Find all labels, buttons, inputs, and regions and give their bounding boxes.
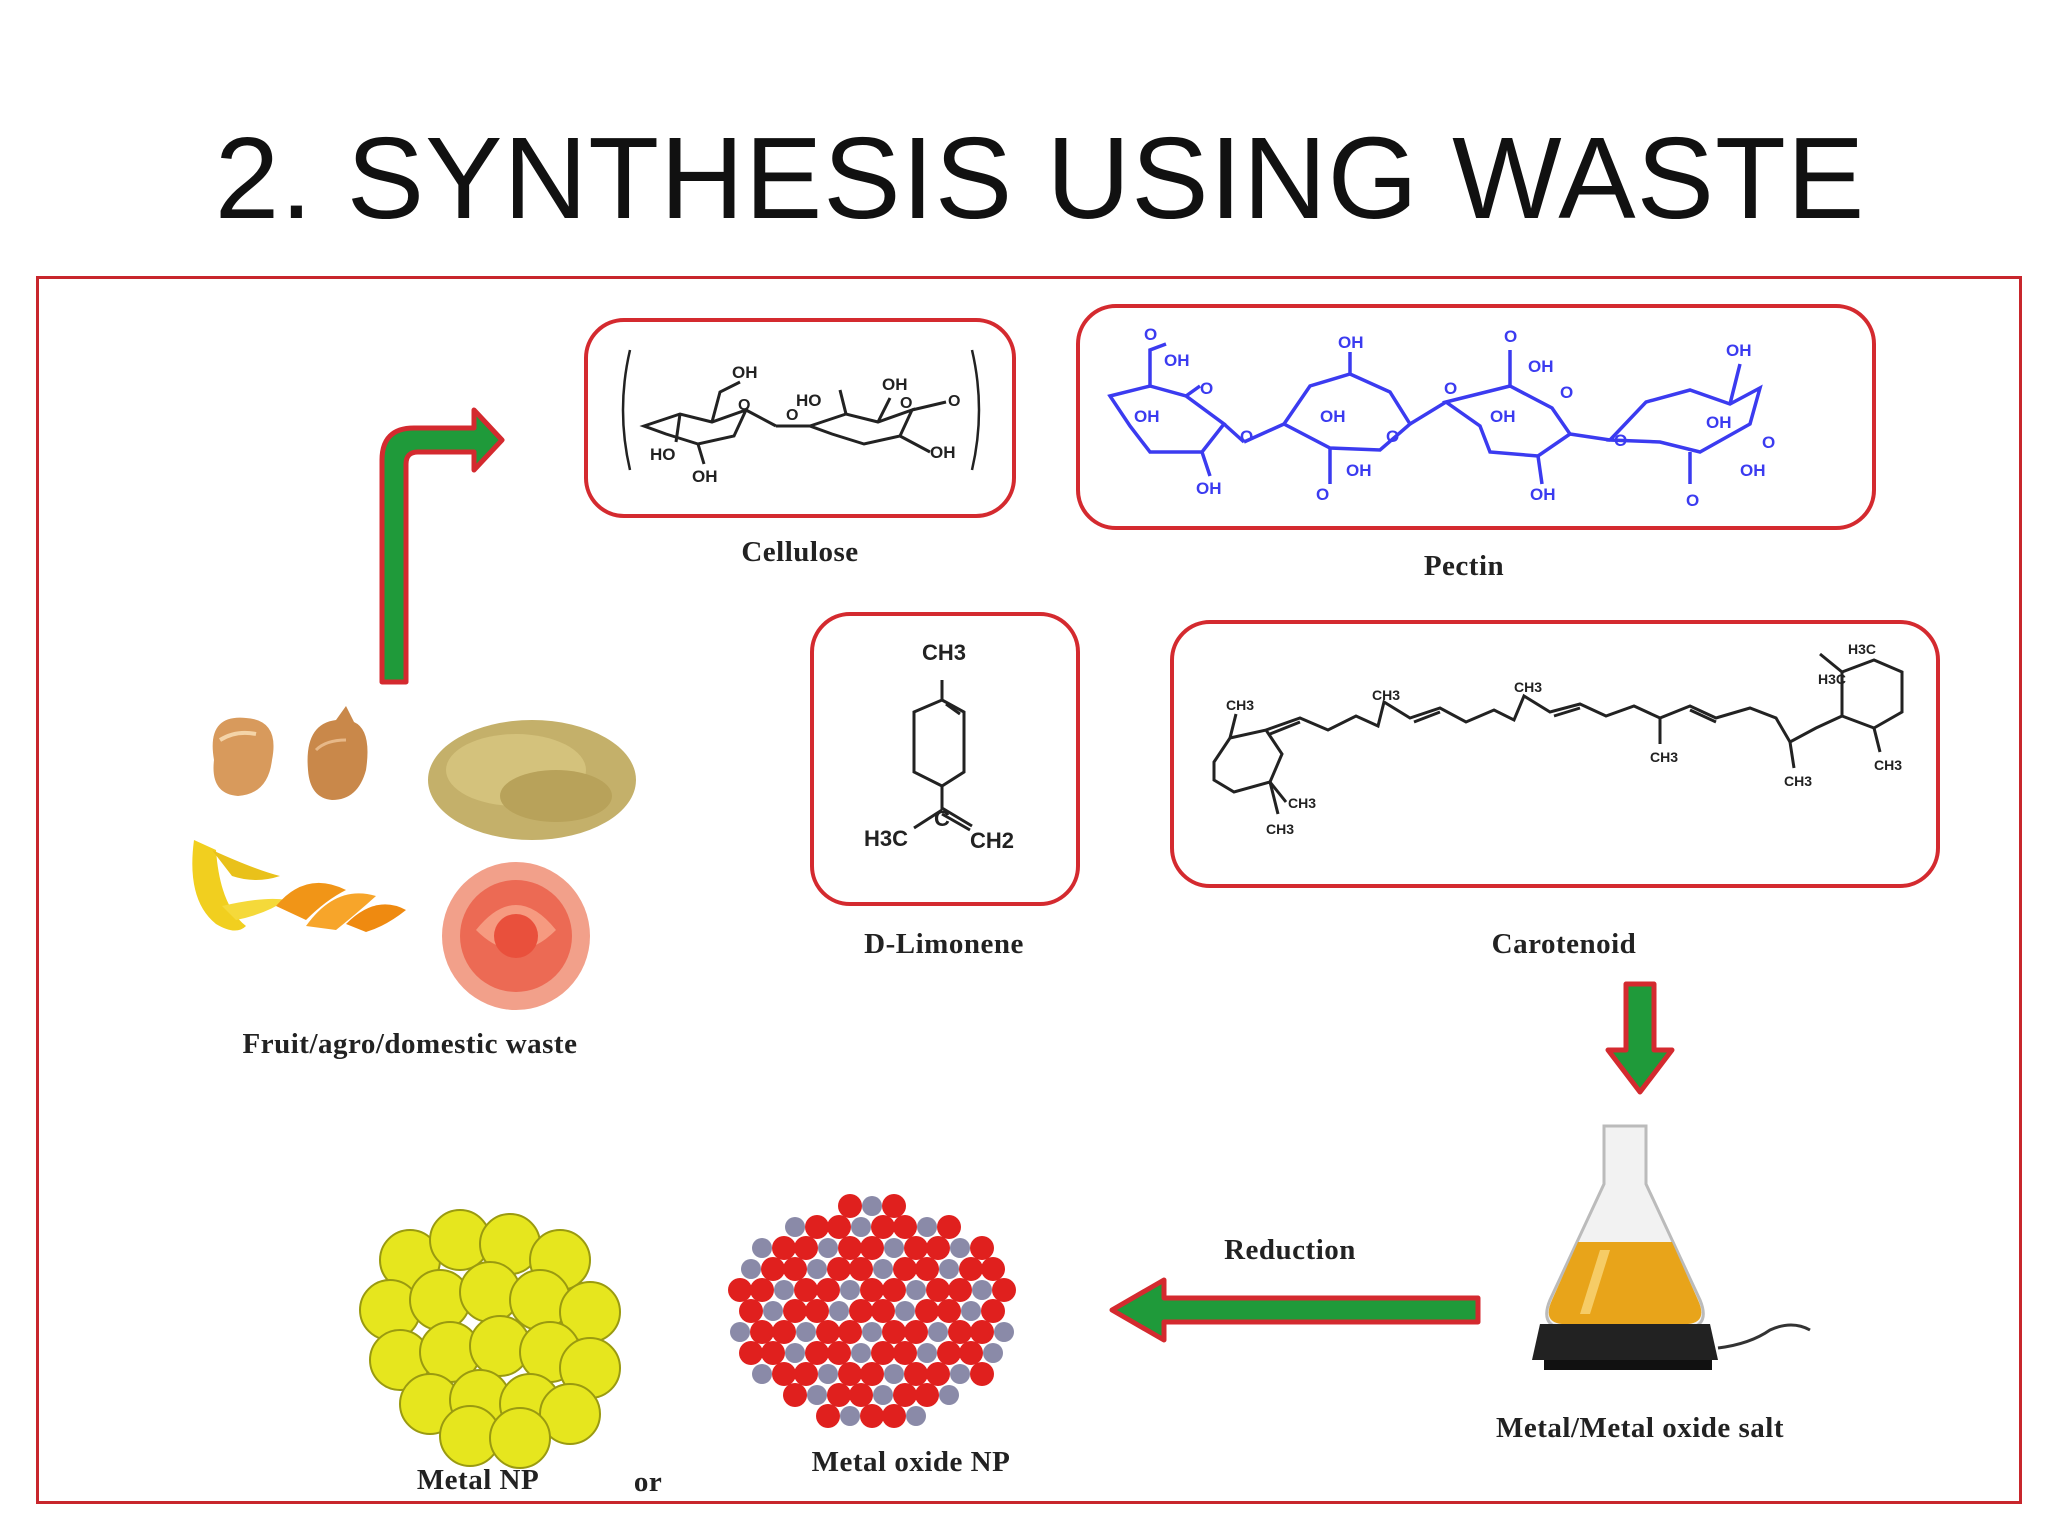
- svg-text:O: O: [1614, 431, 1627, 450]
- svg-text:OH: OH: [1726, 341, 1752, 360]
- svg-text:C: C: [934, 806, 950, 831]
- svg-text:OH: OH: [1196, 479, 1222, 498]
- svg-text:O: O: [1560, 383, 1573, 402]
- down-arrow: [1605, 981, 1675, 1095]
- svg-text:O: O: [948, 393, 960, 410]
- pectin-label: Pectin: [1423, 550, 1505, 582]
- or-label: or: [633, 1466, 663, 1498]
- svg-text:OH: OH: [1346, 461, 1372, 480]
- svg-text:HO: HO: [650, 445, 676, 464]
- svg-text:CH3: CH3: [1288, 795, 1316, 811]
- svg-text:O: O: [1762, 433, 1775, 452]
- carotenoid-structure: CH3 CH3 CH3 CH3 CH3 CH3 CH3 CH3 H3C H3C: [1212, 641, 1904, 837]
- svg-text:CH3: CH3: [1784, 773, 1812, 789]
- svg-text:O: O: [1444, 379, 1457, 398]
- svg-text:O: O: [1504, 327, 1517, 346]
- svg-text:OH: OH: [1530, 485, 1556, 504]
- limonene-structure: CH3 H3C C CH2: [864, 640, 1014, 853]
- metal-np-label: Metal NP: [416, 1464, 540, 1496]
- svg-text:O: O: [1144, 325, 1157, 344]
- svg-text:CH3: CH3: [1874, 757, 1902, 773]
- svg-text:H3C: H3C: [864, 826, 908, 851]
- limonene-panel: [810, 612, 1080, 906]
- svg-text:O: O: [786, 407, 798, 424]
- svg-text:O: O: [1240, 427, 1253, 446]
- svg-text:OH: OH: [930, 443, 956, 462]
- carotenoid-label: Carotenoid: [1491, 928, 1637, 960]
- slide-title: 2. SYNTHESIS USING WASTE: [214, 113, 1866, 243]
- svg-text:H3C: H3C: [1818, 671, 1846, 687]
- cellulose-label: Cellulose: [741, 536, 859, 568]
- flask-image: [1532, 1124, 1811, 1370]
- svg-text:H3C: H3C: [1848, 641, 1876, 657]
- svg-text:CH3: CH3: [1372, 687, 1400, 703]
- svg-text:O: O: [1686, 491, 1699, 510]
- svg-text:OH: OH: [692, 467, 718, 486]
- svg-text:OH: OH: [882, 375, 908, 394]
- svg-text:O: O: [900, 395, 912, 412]
- svg-text:CH3: CH3: [1650, 749, 1678, 765]
- svg-text:O: O: [1200, 379, 1213, 398]
- svg-text:O: O: [1386, 427, 1399, 446]
- svg-text:O: O: [738, 397, 750, 414]
- svg-text:OH: OH: [1740, 461, 1766, 480]
- metal-oxide-np-image: [728, 1194, 1016, 1428]
- diagram-frame: [36, 276, 2022, 1504]
- metal-oxide-np-label: Metal oxide NP: [811, 1446, 1011, 1478]
- waste-image: [192, 706, 636, 1010]
- waste-label: Fruit/agro/domestic waste: [242, 1028, 578, 1060]
- svg-text:CH3: CH3: [922, 640, 966, 665]
- svg-text:OH: OH: [1528, 357, 1554, 376]
- limonene-label: D-Limonene: [864, 928, 1024, 960]
- svg-text:OH: OH: [1134, 407, 1160, 426]
- svg-text:OH: OH: [1338, 333, 1364, 352]
- pectin-panel: [1076, 304, 1876, 530]
- carotenoid-panel: [1170, 620, 1940, 888]
- reduction-arrow: [1109, 1277, 1481, 1343]
- svg-text:CH3: CH3: [1514, 679, 1542, 695]
- svg-text:O: O: [1316, 485, 1329, 504]
- cellulose-structure: OH HO OH O O HO OH O OH O: [621, 349, 981, 486]
- svg-text:CH2: CH2: [970, 828, 1014, 853]
- svg-text:CH3: CH3: [1266, 821, 1294, 837]
- salt-label: Metal/Metal oxide salt: [1495, 1412, 1785, 1444]
- svg-text:OH: OH: [1490, 407, 1516, 426]
- cellulose-panel: [584, 318, 1016, 518]
- svg-text:HO: HO: [796, 391, 822, 410]
- metal-np-image: [359, 1209, 621, 1469]
- svg-text:OH: OH: [1164, 351, 1190, 370]
- up-right-arrow: [379, 407, 505, 685]
- svg-text:OH: OH: [732, 363, 758, 382]
- svg-text:CH3: CH3: [1226, 697, 1254, 713]
- svg-text:OH: OH: [1706, 413, 1732, 432]
- reduction-label: Reduction: [1224, 1234, 1356, 1266]
- svg-text:OH: OH: [1320, 407, 1346, 426]
- pectin-structure: O OH O OH OH O OH OH OH O O O O OH O OH …: [1107, 325, 1775, 510]
